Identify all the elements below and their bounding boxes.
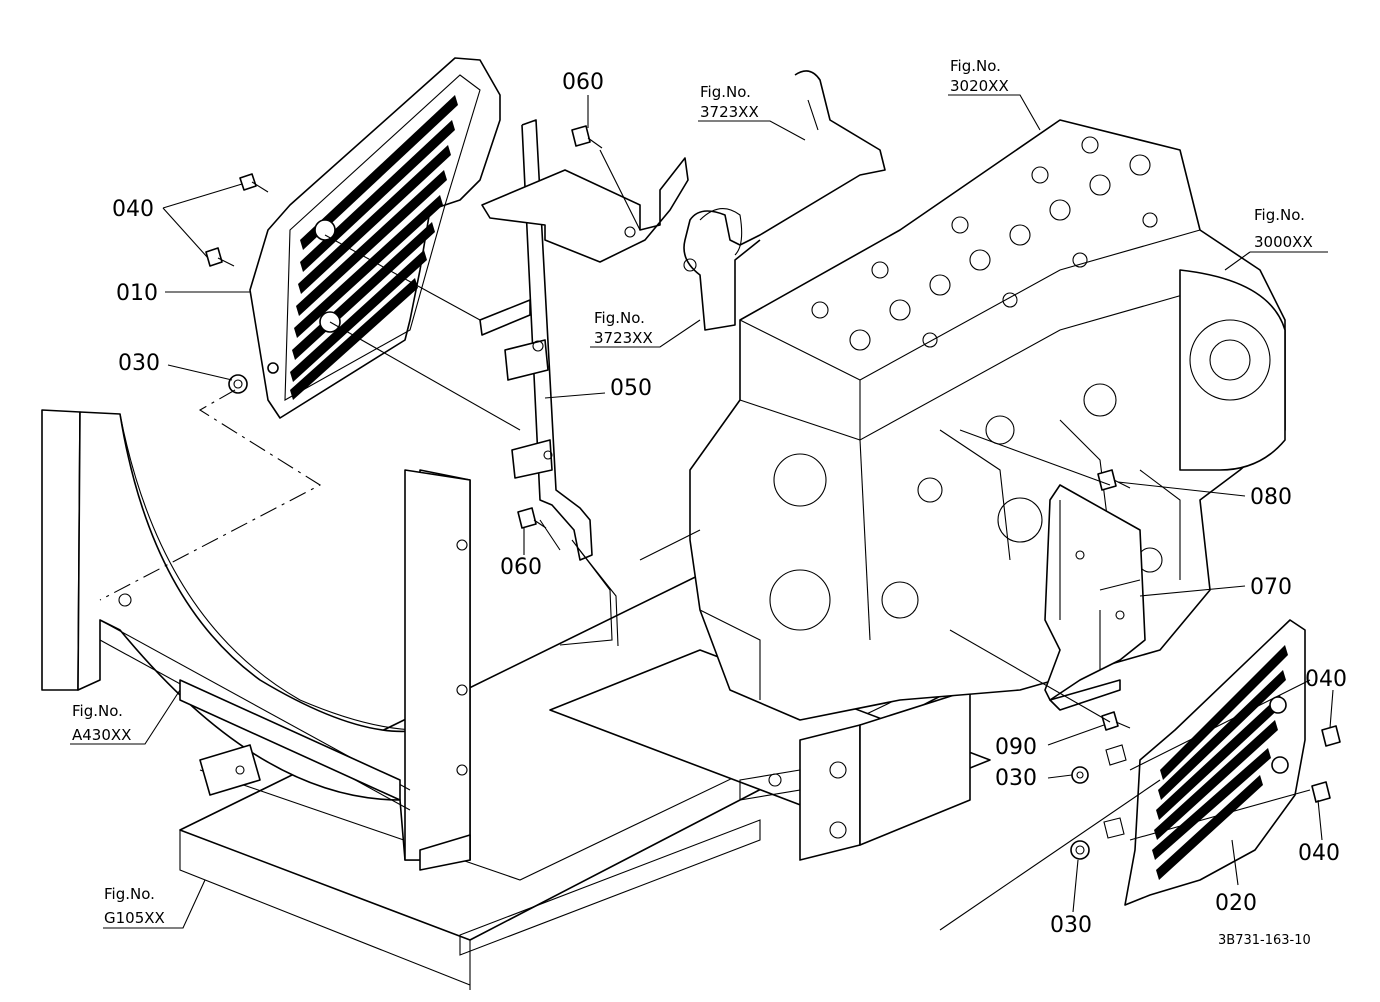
part-number-labels: 040 010 030 060 050 060 080 070 040 090 … [112, 70, 1347, 938]
label-050: 050 [610, 376, 652, 401]
bolt-060-top [571, 125, 603, 149]
label-040-c: 040 [1298, 841, 1340, 866]
rod-050 [504, 119, 619, 647]
nut-030-right-b [1070, 817, 1125, 860]
label-080: 080 [1250, 485, 1292, 510]
label-030-a: 030 [118, 351, 160, 376]
label-040-a: 040 [112, 197, 154, 222]
figure-reference-labels: Fig.No. 3723XX Fig.No. 3723XX Fig.No. 30… [72, 57, 1313, 927]
fig-ref-3020-line2: 3020XX [950, 77, 1009, 95]
drawing-code: 3B731-163-10 [1218, 933, 1311, 948]
label-030-c: 030 [1050, 913, 1092, 938]
label-040-b: 040 [1305, 667, 1347, 692]
label-070: 070 [1250, 575, 1292, 600]
label-030-b: 030 [995, 766, 1037, 791]
grille-panel-020 [1124, 619, 1306, 906]
fig-ref-3723-top-line2: 3723XX [700, 103, 759, 121]
label-010: 010 [116, 281, 158, 306]
grille-slots-010 [290, 95, 458, 400]
fig-ref-3723-top-line1: Fig.No. [700, 83, 751, 101]
bolt-080 [1097, 469, 1131, 491]
bolt-040-right-b [1311, 781, 1331, 803]
bracket-060 [479, 157, 689, 336]
leader-lines [70, 94, 1334, 929]
bolt-090 [1101, 711, 1131, 731]
bolt-040-a [239, 173, 269, 193]
bolt-060-mid [517, 507, 547, 529]
bolt-040-right-a [1321, 725, 1341, 747]
nut-030-left [228, 374, 248, 394]
label-060-b: 060 [500, 555, 542, 580]
fig-ref-3000-line2: 3000XX [1254, 233, 1313, 251]
label-090: 090 [995, 735, 1037, 760]
fig-ref-a430-line2: A430XX [72, 726, 131, 744]
fig-ref-3000-line1: Fig.No. [1254, 206, 1305, 224]
fig-ref-g105-line1: Fig.No. [104, 885, 155, 903]
assembly-lines [99, 149, 1311, 931]
fan-shroud [41, 409, 471, 871]
fig-ref-3723-mid-line2: 3723XX [594, 329, 653, 347]
label-060-a: 060 [562, 70, 604, 95]
bracket-070 [1044, 484, 1146, 711]
fig-ref-g105-line2: G105XX [104, 909, 165, 927]
fig-ref-3020-line1: Fig.No. [950, 57, 1001, 75]
nut-030-right-a [1071, 744, 1127, 784]
label-020: 020 [1215, 891, 1257, 916]
bolt-040-b [205, 247, 235, 267]
fig-ref-a430-line1: Fig.No. [72, 702, 123, 720]
grille-slots-020 [1152, 645, 1288, 880]
fig-ref-3723-mid-line1: Fig.No. [594, 309, 645, 327]
exhaust-pipe [683, 70, 886, 331]
grille-panel-010 [249, 57, 501, 419]
